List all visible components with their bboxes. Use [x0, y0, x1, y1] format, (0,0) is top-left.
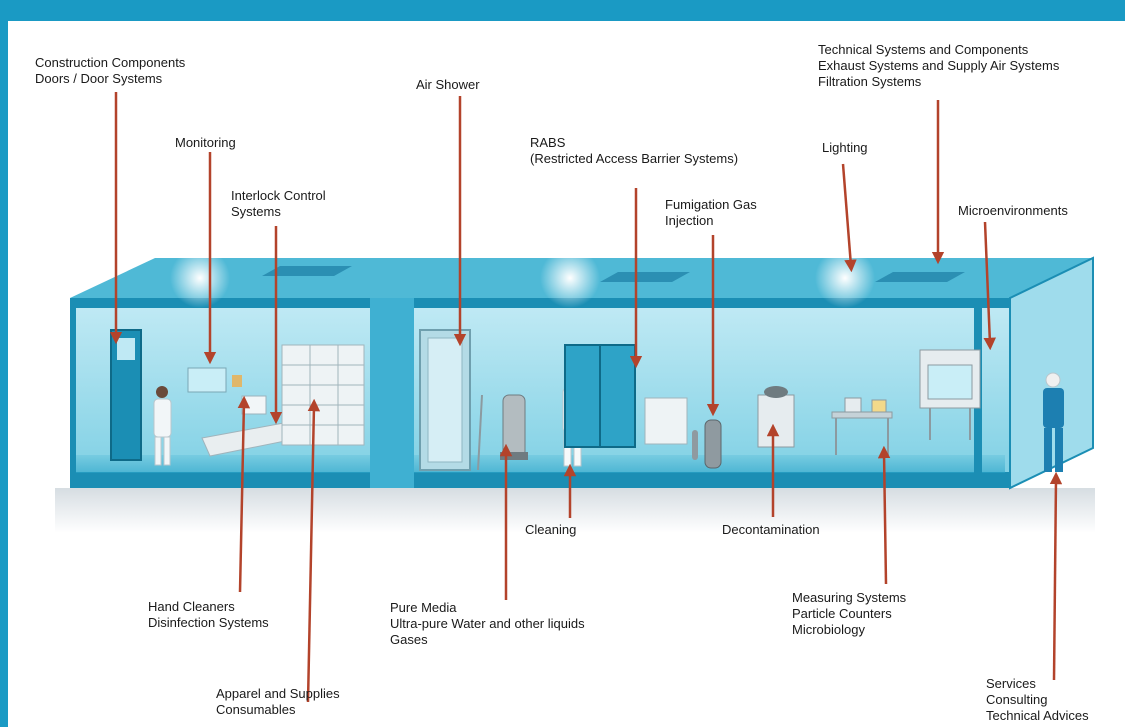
label-fumigation: Fumigation Gas Injection: [665, 197, 757, 229]
ceiling-light-glow: [170, 248, 230, 308]
label-decontamination: Decontamination: [722, 522, 820, 538]
label-line: Filtration Systems: [818, 74, 922, 89]
label-rabs: RABS (Restricted Access Barrier Systems): [530, 135, 738, 167]
label-line: Hand Cleaners: [148, 599, 235, 614]
monitoring-screen: [187, 367, 227, 393]
label-microenvironments: Microenvironments: [958, 203, 1068, 219]
label-construction: Construction Components Doors / Door Sys…: [35, 55, 185, 87]
callout-arrows: [109, 92, 1063, 703]
arrow-hand-cleaners: [237, 395, 251, 593]
label-line: Measuring Systems: [792, 590, 907, 605]
partition-wall: [370, 298, 414, 488]
rabs-door: [564, 344, 636, 448]
arrow-lighting: [841, 163, 857, 273]
mop: [477, 394, 483, 471]
label-line: Doors / Door Systems: [35, 71, 163, 86]
label-line: Consumables: [216, 702, 296, 717]
label-line: Lighting: [822, 140, 868, 155]
label-line: Pure Media: [390, 600, 457, 615]
gas-cylinder: [692, 419, 722, 469]
label-line: Construction Components: [35, 55, 186, 70]
label-lighting: Lighting: [822, 140, 868, 156]
label-line: Interlock Control: [231, 188, 326, 203]
label-line: Ultra-pure Water and other liquids: [390, 616, 585, 631]
label-interlock: Interlock Control Systems: [231, 188, 326, 220]
label-line: Microenvironments: [958, 203, 1068, 218]
label-line: Technical Advices: [986, 708, 1089, 723]
label-line: Consulting: [986, 692, 1048, 707]
rabs-workstation: [644, 397, 688, 445]
label-line: Services: [986, 676, 1036, 691]
person-in-gown: [153, 386, 172, 466]
label-line: (Restricted Access Barrier Systems): [530, 151, 739, 166]
hand-cleaner-unit: [241, 395, 267, 415]
label-line: Disinfection Systems: [148, 615, 269, 630]
garment-shelves: [281, 344, 365, 446]
label-line: Cleaning: [525, 522, 577, 537]
label-line: Apparel and Supplies: [216, 686, 340, 701]
ceiling-light-glow: [540, 248, 600, 308]
technician-person: [1043, 372, 1064, 472]
label-line: Particle Counters: [792, 606, 892, 621]
label-apparel: Apparel and Supplies Consumables: [216, 686, 340, 718]
label-cleaning: Cleaning: [525, 522, 576, 538]
arrow-services: [1049, 471, 1063, 681]
label-air-shower: Air Shower: [416, 77, 480, 93]
arrow-microenvironments: [983, 221, 996, 351]
floor-shadow: [55, 488, 1095, 533]
label-monitoring: Monitoring: [175, 135, 236, 151]
label-line: Microbiology: [792, 622, 865, 637]
label-measuring: Measuring Systems Particle Counters Micr…: [792, 590, 906, 638]
label-line: Gases: [390, 632, 428, 647]
label-line: Exhaust Systems and Supply Air Systems: [818, 58, 1060, 73]
label-technical: Technical Systems and Components Exhaust…: [818, 42, 1059, 90]
label-line: Decontamination: [722, 522, 820, 537]
ceiling-edge: [70, 298, 1010, 308]
label-line: Air Shower: [416, 77, 480, 92]
door-window: [117, 338, 135, 360]
left-wall-edge: [70, 298, 76, 488]
laminar-flow-bench: [919, 349, 981, 440]
label-line: Systems: [231, 204, 281, 219]
decontamination-unit: [757, 386, 795, 448]
arrow-measuring: [877, 445, 891, 585]
control-panel: [232, 375, 242, 387]
floor: [75, 455, 1005, 473]
label-line: RABS: [530, 135, 566, 150]
label-line: Monitoring: [175, 135, 236, 150]
pure-water-unit: [500, 394, 528, 460]
ceiling-light-glow: [815, 248, 875, 308]
label-line: Fumigation Gas: [665, 197, 757, 212]
label-services: Services Consulting Technical Advices: [986, 676, 1089, 724]
air-shower-door: [427, 337, 463, 463]
label-hand-cleaners: Hand Cleaners Disinfection Systems: [148, 599, 269, 631]
floor-edge: [70, 472, 1010, 488]
ceiling-filter-panels: [262, 266, 965, 282]
label-pure-media: Pure Media Ultra-pure Water and other li…: [390, 600, 585, 648]
arrow-apparel: [306, 398, 321, 703]
label-line: Injection: [665, 213, 714, 228]
label-line: Technical Systems and Components: [818, 42, 1029, 57]
